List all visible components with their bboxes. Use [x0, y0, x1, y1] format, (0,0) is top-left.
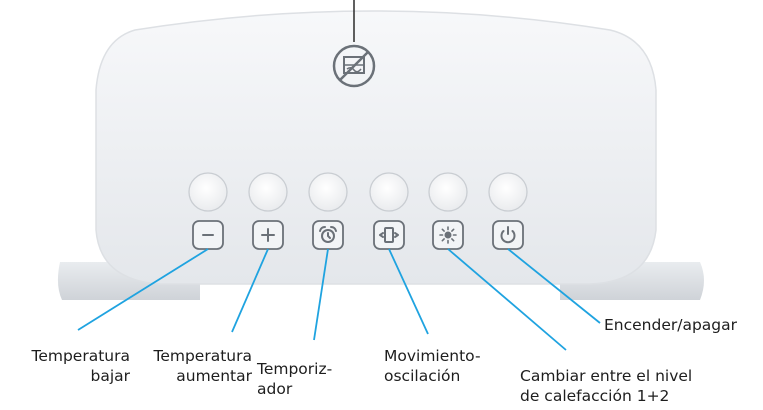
top-symbol-label — [200, 0, 500, 10]
label-power: Encender/apagar — [604, 316, 738, 334]
power-leader — [507, 248, 601, 324]
minus-icon — [192, 220, 224, 250]
timer-leader — [313, 248, 329, 341]
power-button[interactable] — [488, 172, 528, 212]
label-heat-level: Cambiar entre el nivel de calefacción 1+… — [520, 367, 693, 405]
temp-up-button[interactable] — [248, 172, 288, 212]
label-oscillation: Movimiento- oscilación — [384, 347, 481, 385]
controls-layer — [188, 172, 528, 250]
do-not-cover-icon — [332, 44, 376, 88]
alarm-clock-icon — [312, 220, 344, 250]
timer-button[interactable] — [308, 172, 348, 212]
label-timer: Temporiz- ador — [257, 360, 333, 398]
power-icon — [492, 220, 524, 250]
temp-up-leader — [231, 248, 269, 333]
leader-lines — [77, 248, 601, 351]
sun-icon — [432, 220, 464, 250]
heat-level-button[interactable] — [428, 172, 468, 212]
heat-level-leader — [447, 248, 567, 351]
temp-down-button[interactable] — [188, 172, 228, 212]
label-temperature-down: Temperatura bajar — [31, 347, 131, 385]
oscillation-icon — [373, 220, 405, 250]
oscillation-leader — [388, 248, 429, 335]
label-temperature-up: Temperatura aumentar — [153, 347, 253, 385]
heater-control-head — [95, 10, 657, 285]
oscillation-button[interactable] — [369, 172, 409, 212]
temp-down-leader — [77, 248, 209, 331]
plus-icon — [252, 220, 284, 250]
